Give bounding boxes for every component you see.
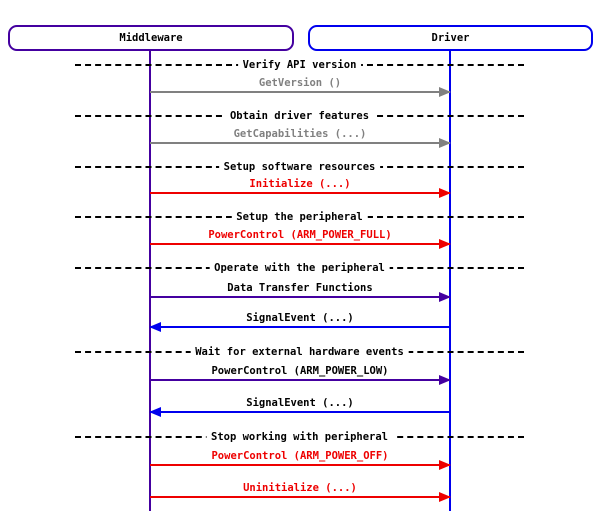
arrow: [150, 292, 451, 302]
actor-box-middleware: Middleware: [8, 25, 294, 51]
message-data-transfer-functions: Data Transfer Functions: [150, 280, 451, 302]
arrowhead-right-icon: [439, 292, 451, 302]
arrow: [149, 322, 450, 332]
separator-setup-the-peripheral: Setup the peripheral: [75, 209, 524, 225]
arrow-line: [150, 243, 450, 245]
message-label: GetVersion (): [258, 77, 342, 89]
arrow: [150, 492, 451, 502]
separator-stop-working-with-peripheral: Stop working with peripheral: [75, 429, 524, 445]
arrow-line: [150, 411, 450, 413]
arrowhead-right-icon: [439, 460, 451, 470]
separator-obtain-driver-features: Obtain driver features: [75, 108, 524, 124]
arrow-line: [150, 464, 450, 466]
phase-label: Setup software resources: [218, 159, 381, 175]
message-getcapabilities: GetCapabilities (...): [150, 126, 451, 148]
message-label: PowerControl (ARM_POWER_LOW): [211, 365, 389, 377]
message-label: PowerControl (ARM_POWER_FULL): [208, 229, 392, 241]
arrow-line: [150, 91, 450, 93]
driver-lifeline: [449, 51, 451, 511]
message-label: GetCapabilities (...): [233, 128, 367, 140]
message-label: PowerControl (ARM_POWER_OFF): [211, 450, 389, 462]
separator-operate-with-the-peripheral: Operate with the peripheral: [75, 260, 524, 276]
arrowhead-left-icon: [149, 322, 161, 332]
arrowhead-right-icon: [439, 87, 451, 97]
separator-verify-api-version: Verify API version: [75, 57, 524, 73]
arrow-line: [150, 142, 450, 144]
message-label: Uninitialize (...): [243, 482, 357, 494]
arrowhead-right-icon: [439, 492, 451, 502]
arrowhead-right-icon: [439, 375, 451, 385]
message-signalevent-2: SignalEvent (...): [149, 395, 450, 417]
arrow-line: [150, 496, 450, 498]
phase-label: Stop working with peripheral: [205, 429, 394, 445]
actor-middleware-label: Middleware: [119, 32, 183, 44]
arrow: [150, 188, 451, 198]
message-uninitialize: Uninitialize (...): [150, 480, 451, 502]
phase-label: Wait for external hardware events: [190, 344, 409, 360]
message-label: SignalEvent (...): [246, 397, 354, 409]
phase-label: Verify API version: [237, 57, 362, 73]
arrowhead-left-icon: [149, 407, 161, 417]
middleware-lifeline: [149, 51, 151, 511]
separator-setup-software-resources: Setup software resources: [75, 159, 524, 175]
message-label: Initialize (...): [249, 178, 351, 190]
arrow: [150, 138, 451, 148]
arrow-line: [150, 296, 450, 298]
message-powercontrol-low: PowerControl (ARM_POWER_LOW): [150, 363, 451, 385]
message-signalevent-1: SignalEvent (...): [149, 310, 450, 332]
phase-label: Operate with the peripheral: [209, 260, 390, 276]
arrow-line: [150, 379, 450, 381]
arrow: [149, 407, 450, 417]
message-powercontrol-off: PowerControl (ARM_POWER_OFF): [150, 448, 451, 470]
separator-wait-for-external-hardware-events: Wait for external hardware events: [75, 344, 524, 360]
message-label: SignalEvent (...): [246, 312, 354, 324]
arrow-line: [150, 326, 450, 328]
arrow: [150, 460, 451, 470]
actor-box-driver: Driver: [308, 25, 593, 51]
arrow: [150, 87, 451, 97]
message-initialize: Initialize (...): [150, 176, 451, 198]
message-powercontrol-full: PowerControl (ARM_POWER_FULL): [150, 227, 451, 249]
arrowhead-right-icon: [439, 239, 451, 249]
arrowhead-right-icon: [439, 138, 451, 148]
phase-label: Setup the peripheral: [231, 209, 368, 225]
actor-driver-label: Driver: [431, 32, 470, 44]
arrow: [150, 375, 451, 385]
message-getversion: GetVersion (): [150, 75, 451, 97]
message-label: Data Transfer Functions: [227, 282, 373, 294]
phase-label: Obtain driver features: [224, 108, 375, 124]
arrowhead-right-icon: [439, 188, 451, 198]
arrow-line: [150, 192, 450, 194]
arrow: [150, 239, 451, 249]
